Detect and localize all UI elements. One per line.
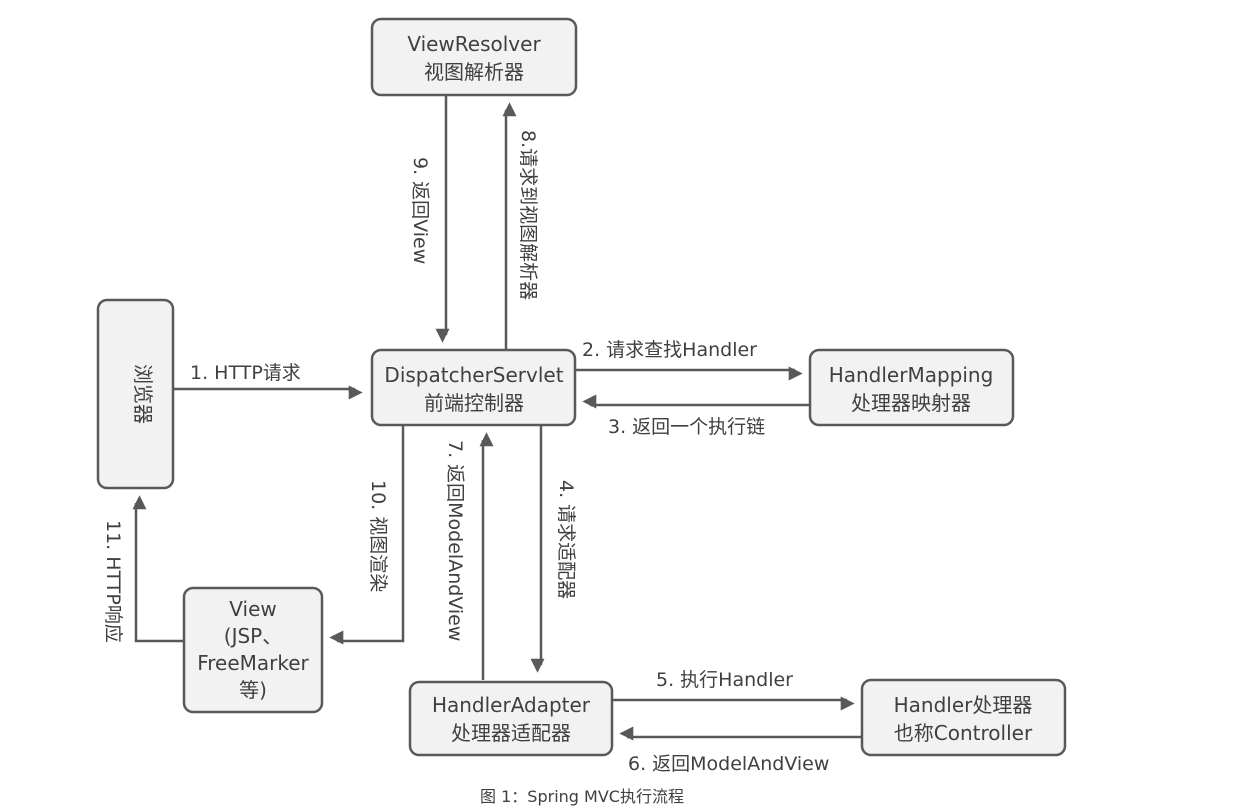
handler-mapping-node: HandlerMapping 处理器映射器 bbox=[808, 348, 1015, 427]
view-line-4: 等) bbox=[239, 678, 267, 702]
dispatcher-subtitle: 前端控制器 bbox=[424, 391, 524, 415]
browser-node: 浏览器 bbox=[96, 298, 175, 490]
handler-adapter-subtitle: 处理器适配器 bbox=[451, 721, 571, 745]
view-node: View (JSP、 FreeMarker 等) bbox=[182, 586, 324, 714]
edge-2-label: 2. 请求查找Handler bbox=[582, 339, 757, 361]
edge-8-label: 8.请求到视图解析器 bbox=[517, 130, 539, 300]
browser-label: 浏览器 bbox=[131, 364, 155, 424]
view-line-2: (JSP、 bbox=[224, 624, 282, 648]
view-resolver-title: ViewResolver bbox=[407, 32, 541, 56]
handler-node: Handler处理器 也称Controller bbox=[860, 678, 1067, 757]
edge-3-label: 3. 返回一个执行链 bbox=[608, 416, 765, 438]
handler-mapping-title: HandlerMapping bbox=[829, 363, 994, 387]
dispatcher-servlet-node: DispatcherServlet 前端控制器 bbox=[370, 348, 577, 427]
edge-1-label: 1. HTTP请求 bbox=[190, 362, 301, 384]
edge-6-label: 6. 返回ModelAndView bbox=[628, 753, 829, 775]
edge-10-line bbox=[329, 425, 405, 645]
figure-caption: 图 1：Spring MVC执行流程 bbox=[480, 787, 684, 806]
view-resolver-subtitle: 视图解析器 bbox=[424, 60, 524, 84]
dispatcher-title: DispatcherServlet bbox=[384, 363, 563, 387]
edge-7-label: 7. 返回ModelAndView bbox=[444, 440, 466, 641]
handler-mapping-subtitle: 处理器映射器 bbox=[851, 391, 971, 415]
view-resolver-node: ViewResolver 视图解析器 bbox=[370, 17, 578, 97]
handler-title: Handler处理器 bbox=[894, 693, 1033, 717]
view-line-1: View bbox=[229, 597, 276, 621]
handler-adapter-title: HandlerAdapter bbox=[432, 693, 591, 717]
view-line-3: FreeMarker bbox=[197, 651, 309, 675]
handler-subtitle: 也称Controller bbox=[894, 721, 1033, 745]
edge-5-label: 5. 执行Handler bbox=[656, 669, 793, 691]
edge-11-label: 11. HTTP响应 bbox=[102, 520, 124, 643]
edge-11-line bbox=[132, 495, 184, 643]
edge-10-label: 10. 视图渲染 bbox=[367, 480, 389, 592]
handler-adapter-node: HandlerAdapter 处理器适配器 bbox=[408, 680, 614, 757]
edge-9-label: 9. 返回View bbox=[409, 157, 431, 264]
edge-4-label: 4. 请求适配器 bbox=[555, 480, 577, 599]
